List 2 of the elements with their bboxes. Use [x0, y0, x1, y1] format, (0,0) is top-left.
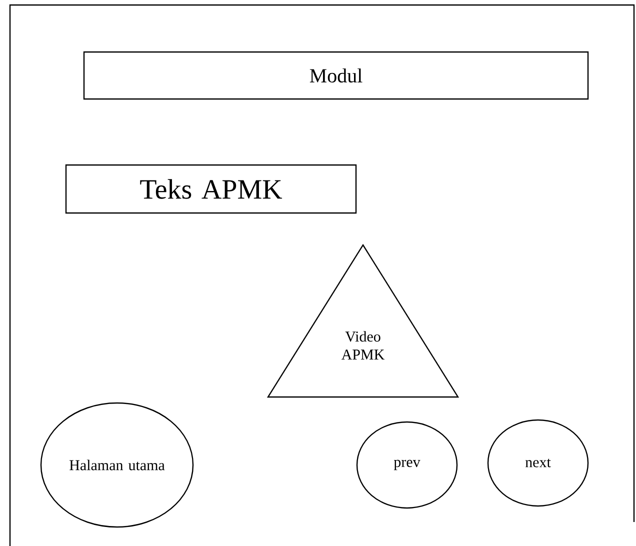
text-box: Teks APMK: [65, 164, 357, 214]
title-box: Modul: [83, 51, 589, 100]
